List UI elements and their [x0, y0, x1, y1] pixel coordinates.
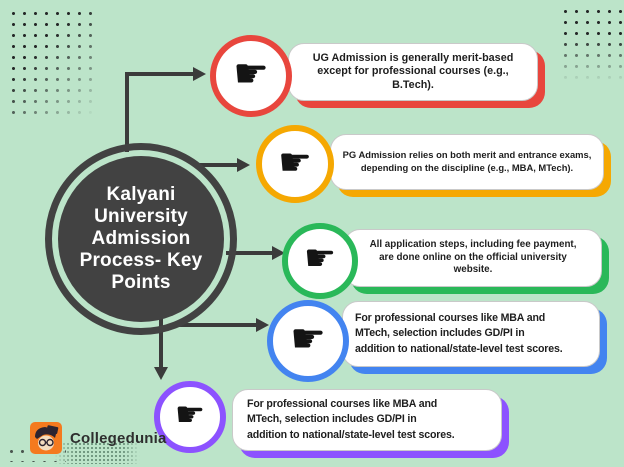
arrowhead-icon-3	[272, 246, 285, 260]
pointing-hand-icon: ☛	[277, 140, 313, 184]
arrowhead-icon-5	[154, 367, 168, 380]
point-1-text: UG Admission is generally merit-based ex…	[312, 51, 514, 91]
dot-pattern-top-right	[560, 6, 622, 82]
brand-name: Collegedunia	[70, 429, 167, 447]
halftone-pattern	[54, 442, 140, 464]
central-topic-disc: Kalyani University Admission Process- Ke…	[58, 156, 224, 322]
arrowhead-icon-4	[256, 318, 269, 332]
pointing-hand-icon: ☛	[174, 395, 206, 435]
point-3-circle: ☛	[282, 223, 358, 299]
point-4-text: For professional courses like MBA and MT…	[355, 311, 563, 355]
connector-line-4	[172, 323, 256, 327]
pointing-hand-icon: ☛	[290, 316, 326, 362]
point-3-note: All application steps, including fee pay…	[344, 229, 602, 287]
point-3-text: All application steps, including fee pay…	[369, 238, 577, 276]
point-5-text: For professional courses like MBA and MT…	[247, 397, 455, 441]
point-5-note: For professional courses like MBA and MT…	[232, 389, 502, 451]
connector-line-5	[159, 312, 163, 367]
point-2-circle: ☛	[256, 125, 334, 203]
pointing-hand-icon: ☛	[303, 238, 337, 279]
arrowhead-icon-1	[193, 67, 206, 81]
point-2-note: PG Admission relies on both merit and en…	[330, 134, 604, 190]
point-1-note: UG Admission is generally merit-based ex…	[288, 43, 538, 101]
connector-line-1-vertical	[125, 72, 129, 152]
arrowhead-icon-2	[237, 158, 250, 172]
connector-line-1-horizontal	[125, 72, 193, 76]
point-4-note: For professional courses like MBA and MT…	[342, 301, 600, 367]
central-topic-circle: Kalyani University Admission Process- Ke…	[45, 143, 237, 335]
point-4-circle: ☛	[267, 300, 349, 382]
point-2-text: PG Admission relies on both merit and en…	[342, 149, 592, 173]
pointing-hand-icon: ☛	[233, 51, 269, 97]
brand-logo: Collegedunia	[30, 422, 167, 454]
infographic-title: Kalyani University Admission Process- Ke…	[79, 183, 203, 294]
point-5-circle: ☛	[154, 381, 226, 453]
collegedunia-logo-icon	[30, 422, 62, 454]
connector-line-2	[195, 163, 237, 167]
connector-line-3	[226, 251, 272, 255]
point-1-circle: ☛	[210, 35, 292, 117]
dot-pattern-top-left	[8, 8, 100, 120]
